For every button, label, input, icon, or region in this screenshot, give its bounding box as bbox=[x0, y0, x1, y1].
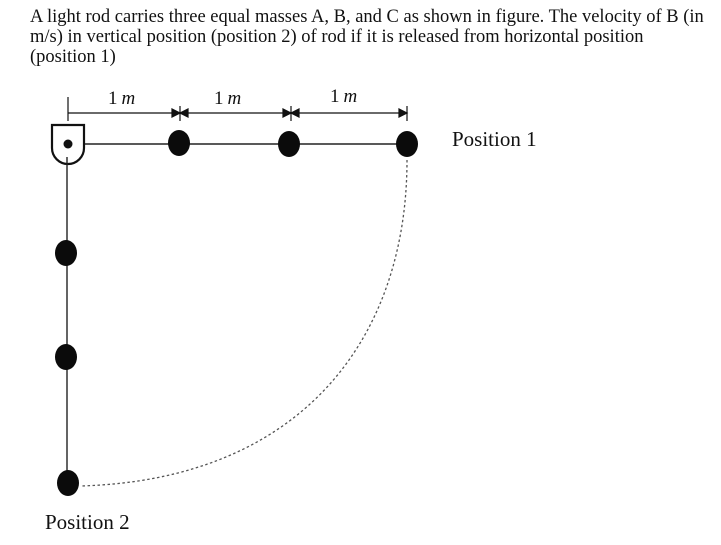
mass-b-position1 bbox=[278, 131, 300, 157]
position-1-label: Position 1 bbox=[452, 127, 537, 151]
mass-a-position2 bbox=[55, 240, 77, 266]
position-2-label: Position 2 bbox=[45, 510, 130, 534]
pivot-pin bbox=[63, 139, 73, 149]
mass-b-position2 bbox=[55, 344, 77, 370]
question-text: A light rod carries three equal masses A… bbox=[30, 7, 704, 67]
mass-c-position1 bbox=[396, 131, 418, 157]
mass-a-position1 bbox=[168, 130, 190, 156]
trajectory-arc bbox=[79, 159, 408, 487]
dimension-lines bbox=[67, 97, 409, 121]
mass-c-position2 bbox=[57, 470, 79, 496]
